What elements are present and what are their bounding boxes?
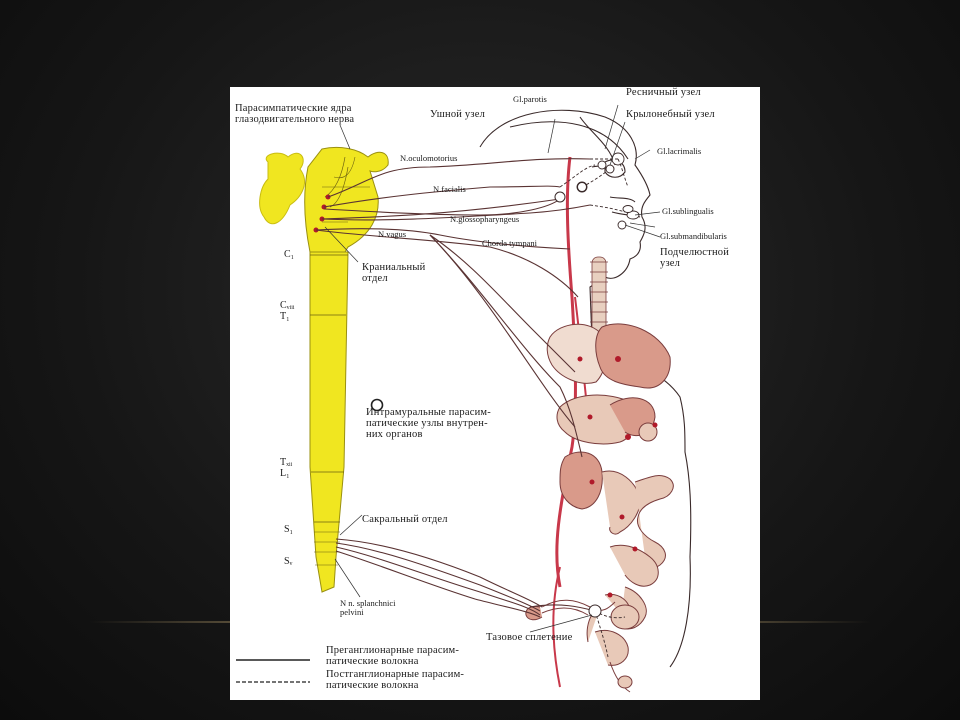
diagram-figure: Парасимпатические ядра глазодвигательног… <box>230 87 760 700</box>
label-pterygopalatine-ganglion: Крылонебный узел <box>626 109 715 120</box>
label-otic-ganglion: Ушной узел <box>430 109 485 120</box>
legend-postganglionic-text: Постганглионарные парасим- патические во… <box>326 669 464 691</box>
label-nuclei-title: Парасимпатические ядра глазодвигательног… <box>235 103 354 125</box>
label-c1: C₁ <box>284 249 294 260</box>
label-n-vagus: N.vagus <box>378 230 406 239</box>
label-c8-t1: Cᵥᵢᵢᵢ T₁ <box>280 300 295 322</box>
label-submandibular-ganglion: Подчелюстной узел <box>660 247 729 269</box>
diagram-drawing <box>230 87 760 700</box>
label-n-oculomotorius: N.oculomotorius <box>400 154 457 163</box>
label-n-facialis: N.facialis <box>433 185 466 194</box>
label-ciliary-ganglion: Ресничный узел <box>626 87 701 98</box>
label-gl-submandibularis: Gl.submandibularis <box>660 232 727 241</box>
label-n-glossopharyngeus: N.glossopharyngeus <box>450 215 519 224</box>
spinal-cord <box>260 147 389 592</box>
label-chorda-tympani: Chorda tympani <box>482 239 537 248</box>
legend-preganglionic-text: Преганглионарные парасим- патические вол… <box>326 645 459 667</box>
label-gl-lacrimalis: Gl.lacrimalis <box>657 147 701 156</box>
label-pelvic-plexus: Тазовое сплетение <box>486 632 572 643</box>
label-n-splanchnici-pelvini: N n. splanchnici pelvini <box>340 599 395 617</box>
label-s5: Sᵥ <box>284 556 293 567</box>
label-s1: S₁ <box>284 524 293 535</box>
thoracic-organs <box>547 324 670 444</box>
label-sacral-section: Сакральный отдел <box>362 514 448 525</box>
label-t12-l1: Tₓᵢᵢ L₁ <box>280 457 292 479</box>
label-gl-parotis: Gl.parotis <box>513 95 547 104</box>
label-intramural-ganglia: Интрамуральные парасим- патические узлы … <box>366 407 491 440</box>
label-gl-sublingualis: Gl.sublingualis <box>662 207 714 216</box>
label-cranial-section: Краниальный отдел <box>362 262 425 284</box>
